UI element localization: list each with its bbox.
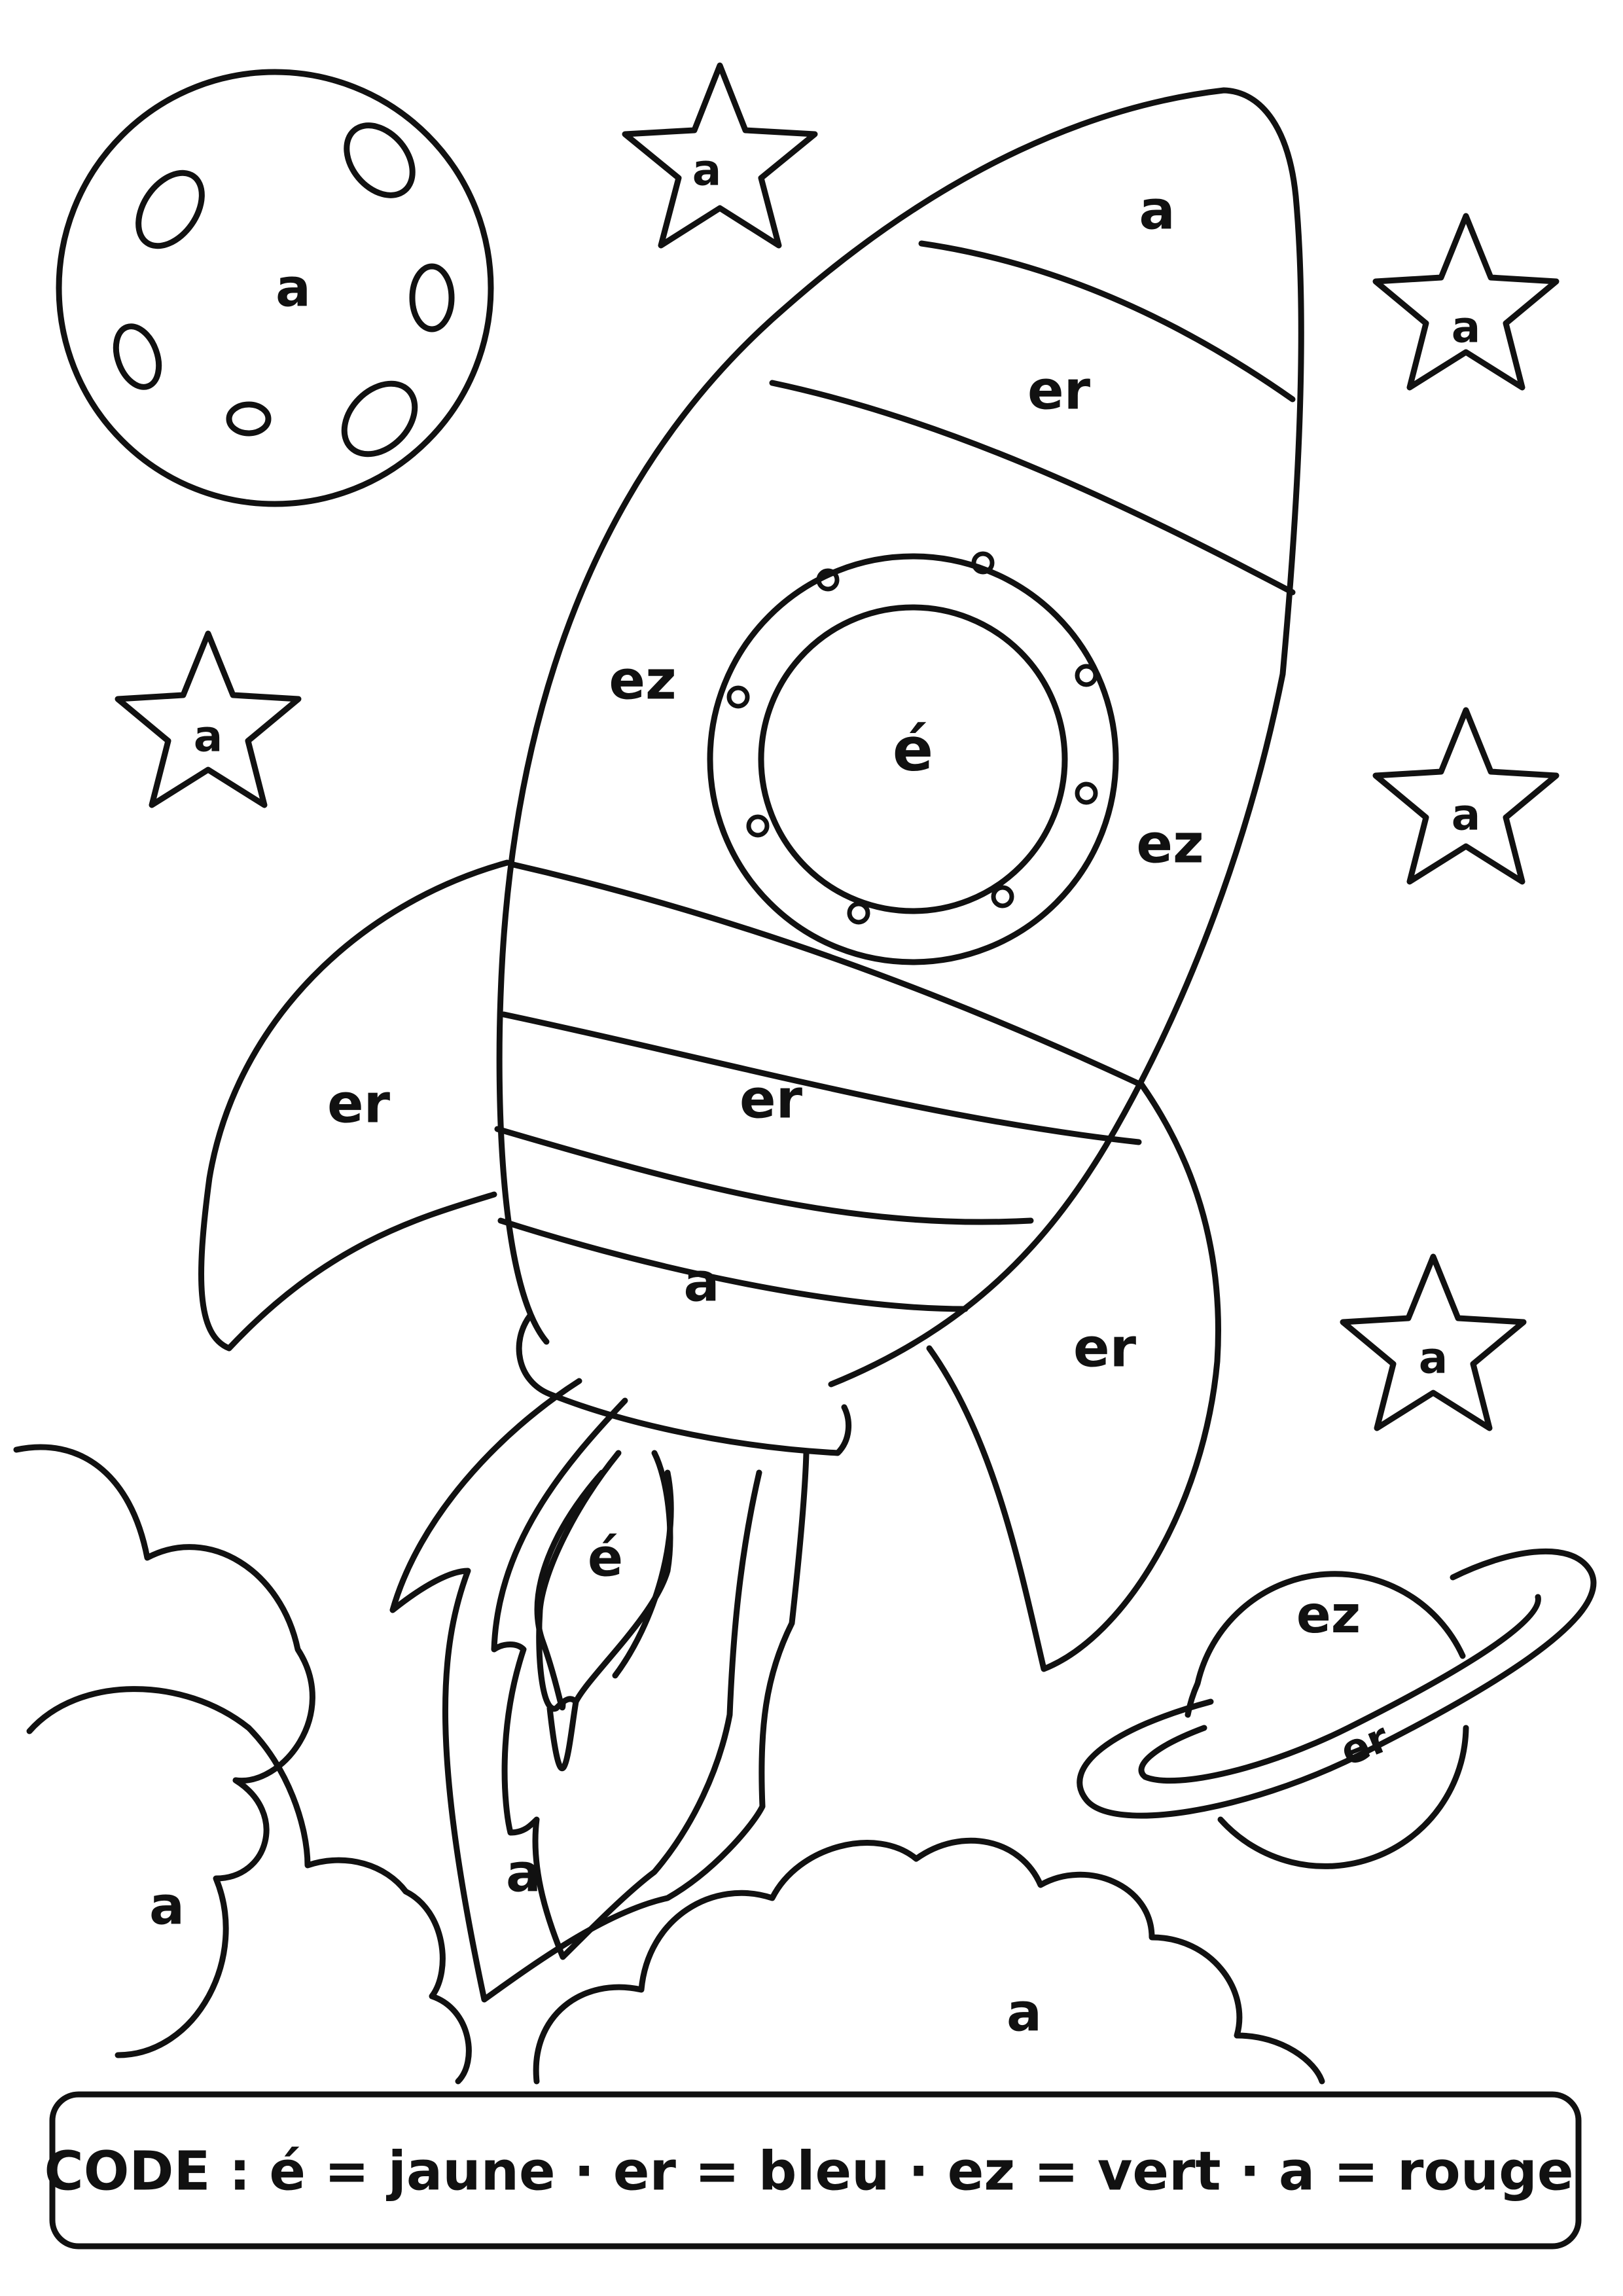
- rocket-nose-label: a: [1139, 180, 1175, 242]
- fin-left: er: [198, 859, 510, 1352]
- flame: é a: [389, 1378, 810, 2003]
- rocket-body-right-label: ez: [1136, 814, 1204, 876]
- star-top-right: a: [1372, 213, 1560, 391]
- planet-body-label: ez: [1296, 1586, 1361, 1645]
- porthole-rivet: [746, 814, 770, 838]
- moon-crater: [341, 380, 418, 457]
- rocket-band-line: [494, 1126, 1034, 1225]
- star-right-lower: a: [1340, 1253, 1527, 1431]
- moon-crater: [226, 401, 272, 437]
- moon-label: a: [276, 258, 311, 319]
- porthole-rivet: [991, 885, 1014, 908]
- porthole-rivet: [1075, 664, 1098, 687]
- planet-ring-inner: [1138, 1594, 1541, 1784]
- star-outline: [115, 630, 302, 808]
- rocket-body-outline: [496, 87, 1304, 1388]
- flame-inner-outline: [536, 1450, 673, 1772]
- rocket: a er ez é ez er a: [494, 87, 1304, 1456]
- fin-right-label: er: [1073, 1318, 1137, 1380]
- porthole-rivet: [726, 685, 750, 709]
- legend: CODE : é = jaune · er = bleu · ez = vert…: [45, 2091, 1582, 2250]
- star-outline: [1340, 1253, 1527, 1431]
- moon-crater: [113, 323, 162, 390]
- fin-right: er: [926, 1082, 1221, 1672]
- moon: a: [56, 69, 494, 507]
- rocket-body-left-label: ez: [609, 650, 676, 712]
- planet-body-outline: [1185, 1571, 1469, 1869]
- cloud-left-outline: [13, 1444, 315, 2058]
- flame-middle-outline: [491, 1397, 762, 1960]
- rocket-band-lower-label: a: [683, 1252, 719, 1314]
- star-outline: [1372, 707, 1560, 885]
- legend-text: CODE : é = jaune · er = bleu · ez = vert…: [45, 2141, 1574, 2203]
- cloud-left: a: [13, 1444, 472, 2085]
- moon-outline: [56, 69, 494, 507]
- porthole-rivet: [847, 901, 870, 925]
- porthole-rivet: [816, 568, 840, 592]
- porthole-window: [758, 604, 1068, 914]
- star-label: a: [1419, 1333, 1448, 1384]
- star-label: a: [692, 145, 722, 196]
- cloud-right-outline: [533, 1837, 1325, 2085]
- cloud-left-label: a: [149, 1876, 185, 1937]
- fin-left-outline: [198, 859, 510, 1352]
- flame-inner-drop: [534, 1469, 674, 1711]
- cloud-left-inner: [26, 1686, 472, 2085]
- rocket-band-middle-label: er: [740, 1069, 803, 1131]
- star-outline: [622, 62, 818, 249]
- flame-outer-label: a: [506, 1843, 541, 1904]
- rocket-band-line: [769, 380, 1296, 596]
- star-label: a: [194, 711, 223, 762]
- star-label: a: [1452, 790, 1481, 840]
- star-label: a: [1452, 302, 1481, 353]
- planet-ring-outline: [1077, 1548, 1597, 1819]
- star-right-middle: a: [1372, 707, 1560, 885]
- cloud-right-label: a: [1007, 1982, 1042, 2043]
- moon-crater: [344, 122, 416, 198]
- rocket-nose-line: [918, 240, 1296, 403]
- rocket-window-label: é: [893, 715, 933, 785]
- fin-right-outline: [926, 1082, 1221, 1672]
- rocket-band-line: [507, 861, 1145, 1088]
- porthole-rivet: [1075, 781, 1098, 805]
- porthole-rivet: [971, 551, 995, 575]
- flame-outer-outline: [389, 1378, 810, 2003]
- rocket-nozzle-outline: [516, 1312, 852, 1456]
- legend-box: [49, 2091, 1582, 2250]
- rocket-band-line: [501, 1011, 1142, 1145]
- fin-left-label: er: [327, 1073, 391, 1136]
- flame-inner-label: é: [588, 1528, 623, 1588]
- porthole-outer-ring: [707, 553, 1119, 965]
- moon-crater: [135, 170, 205, 249]
- moon-crater: [409, 263, 455, 332]
- rocket-band-upper-label: er: [1027, 360, 1091, 422]
- rocket-band-line: [497, 1217, 969, 1312]
- star-top-center: a: [622, 62, 818, 249]
- star-outline: [1372, 213, 1560, 391]
- star-left: a: [115, 630, 302, 808]
- cloud-right: a: [533, 1837, 1325, 2085]
- planet: ez er: [1077, 1548, 1597, 1869]
